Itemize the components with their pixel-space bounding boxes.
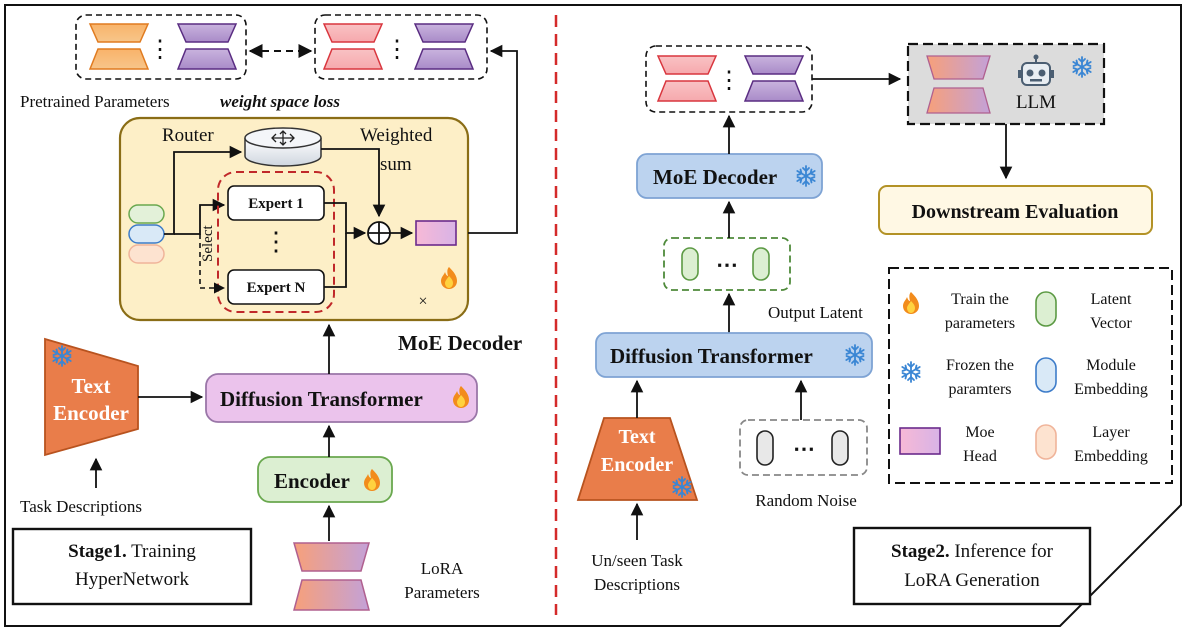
select-label: Select	[200, 225, 216, 262]
text-encoder-2-label-b: Encoder	[601, 454, 673, 476]
layer-embedding	[128, 244, 165, 264]
sum-circle-icon	[367, 221, 391, 245]
noise-ellipsis: ⋯	[793, 436, 815, 461]
lora-label-b: Parameters	[404, 583, 480, 602]
noise-vector-icon	[756, 430, 774, 466]
lora-label-a: LoRA	[421, 559, 464, 578]
output-latent-box	[663, 237, 791, 291]
text-encoder-1-label-a: Text	[72, 374, 111, 398]
experts-group	[217, 171, 335, 313]
orange-lora-icon	[89, 23, 149, 70]
latent-vector-embedding	[128, 204, 165, 224]
legend-module-a: Module	[1086, 357, 1136, 374]
diffusion-transformer-2	[595, 332, 873, 378]
random-noise-label: Random Noise	[755, 491, 857, 510]
pretrained-label: Pretrained Parameters	[20, 92, 170, 111]
random-noise-box	[739, 419, 868, 476]
legend-moe-head-icon	[899, 427, 941, 455]
generated-params-box	[314, 14, 488, 80]
expert1-to-sum-line	[324, 202, 367, 240]
legend-latent-b: Vector	[1090, 315, 1132, 332]
purple-lora-icon	[177, 23, 237, 70]
outer-frame	[4, 4, 1182, 627]
moe-decoder-2-label: MoE Decoder	[653, 165, 777, 189]
router-label: Router	[162, 125, 214, 146]
pink-lora-icon	[323, 23, 383, 70]
expert-1-label: Expert 1	[248, 196, 303, 212]
text-encoder-2-shape	[576, 417, 699, 501]
fire-icon	[903, 292, 919, 314]
lora-params-icon	[293, 542, 370, 611]
head-to-output-line	[468, 44, 518, 234]
legend-latent-icon	[1035, 291, 1057, 327]
legend-module-icon	[1035, 357, 1057, 393]
robot-icon	[1018, 54, 1054, 86]
stage2-title: Stage2. Inference for	[891, 541, 1054, 562]
legend-frozen-b: paramters	[948, 381, 1011, 398]
stage1-subtitle: HyperNetwork	[75, 569, 189, 590]
noise-vector-icon	[831, 430, 849, 466]
stage1-title-box	[11, 527, 253, 606]
diffusion-1-label: Diffusion Transformer	[220, 387, 423, 411]
router-icon	[244, 127, 322, 167]
weighted-label: Weighted	[360, 125, 433, 146]
to-expertn-line	[199, 234, 226, 294]
expert-dots: ⋮	[263, 227, 289, 256]
moe-head-box	[415, 220, 457, 246]
legend-module-b: Embedding	[1074, 381, 1148, 398]
dots-stage2: ⋮	[717, 68, 741, 94]
pretrained-params-box	[75, 14, 247, 80]
stage2-title-box	[852, 526, 1092, 606]
latent-ellipsis: ⋯	[716, 252, 738, 277]
dots-pretrained: ⋮	[148, 37, 172, 63]
text-encoder-2-label-a: Text	[618, 426, 655, 448]
stage1-title: Stage1. Training	[68, 541, 196, 562]
latent-vector-icon	[681, 247, 699, 281]
legend-latent-a: Latent	[1091, 291, 1132, 308]
unseen-label-a: Un/seen Task	[591, 551, 683, 570]
legend-layer-a: Layer	[1092, 424, 1130, 441]
sum-label: sum	[380, 154, 412, 175]
to-router-line	[164, 145, 243, 235]
legend-layer-icon	[1035, 424, 1057, 460]
snowflake-icon	[901, 361, 921, 383]
llm-lora-icon	[926, 55, 991, 114]
purple-lora-icon	[414, 23, 474, 70]
legend-layer-b: Embedding	[1074, 448, 1148, 465]
legend-frozen-a: Frozen the	[946, 357, 1014, 374]
legend-box	[888, 267, 1173, 484]
text-encoder-1-shape	[44, 337, 139, 457]
expert-n-label: Expert N	[247, 280, 306, 296]
router-to-sum-line	[321, 148, 386, 218]
downstream-label: Downstream Evaluation	[912, 201, 1119, 223]
text-encoder-1-label-b: Encoder	[53, 401, 129, 425]
encoder-box	[257, 456, 393, 503]
legend-moe-b: Head	[963, 448, 997, 465]
module-embedding	[128, 224, 165, 244]
legend-train-b: parameters	[945, 315, 1015, 332]
unseen-label-b: Descriptions	[594, 575, 680, 594]
pink-lora-icon	[657, 55, 717, 102]
diffusion-transformer-1	[205, 373, 478, 423]
loss-label: weight space loss	[220, 92, 340, 111]
to-expert1-line	[174, 198, 226, 235]
expertn-to-sum-line	[324, 233, 347, 288]
diffusion-2-label: Diffusion Transformer	[610, 344, 813, 368]
llm-label: LLM	[1016, 92, 1056, 113]
latent-vector-icon	[752, 247, 770, 281]
legend-train-a: Train the	[951, 291, 1009, 308]
purple-lora-icon	[744, 55, 804, 102]
legend-moe-a: Moe	[965, 424, 994, 441]
output-latent-label: Output Latent	[768, 303, 863, 322]
times-label: ×	[418, 293, 427, 310]
moe-decoder-label: MoE Decoder	[398, 331, 522, 355]
task-desc-label: Task Descriptions	[20, 497, 142, 516]
downstream-eval-box	[878, 185, 1153, 235]
dots-generated: ⋮	[385, 37, 409, 63]
stage2-subtitle: LoRA Generation	[904, 570, 1040, 591]
encoder-label: Encoder	[274, 469, 350, 493]
